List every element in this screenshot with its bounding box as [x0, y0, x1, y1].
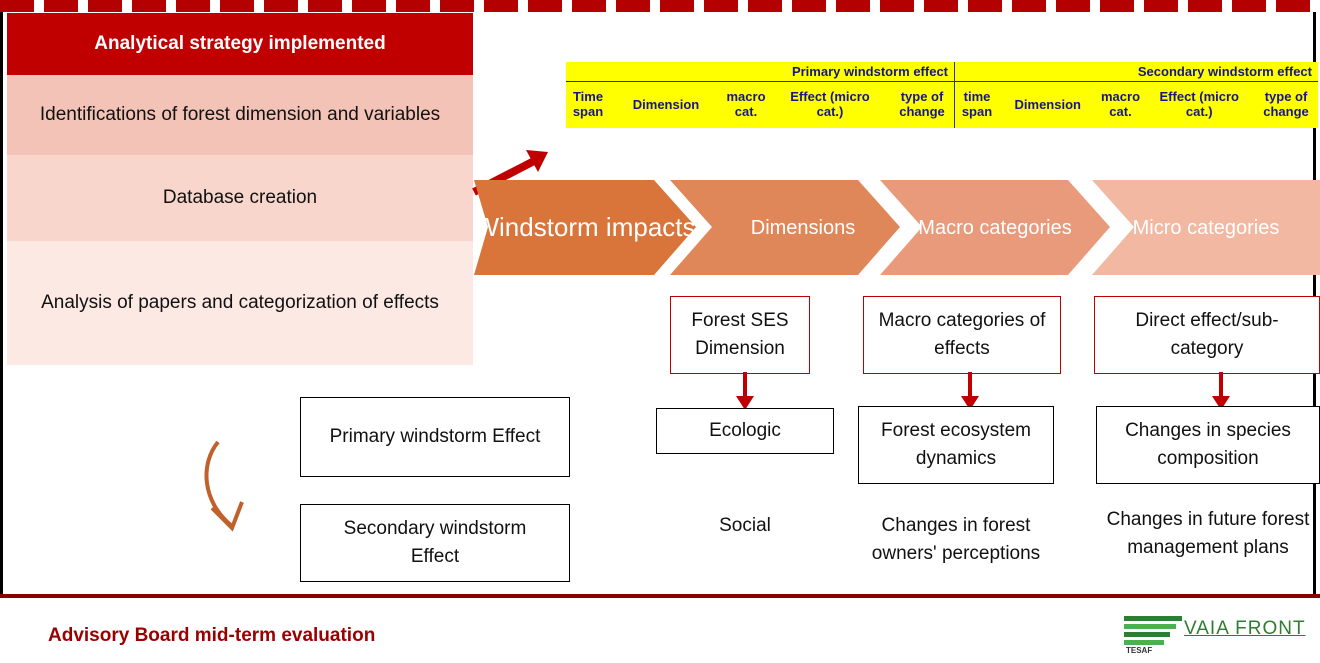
down-arrow: [736, 372, 754, 410]
effects-table-header: Primary windstorm effect Time span Dimen…: [566, 62, 1318, 128]
top-decorative-band: [0, 0, 1320, 12]
flow-step-micro-categories: Micro categories: [1092, 180, 1320, 275]
flow-label: Windstorm impacts: [474, 211, 696, 242]
table-rule: [955, 81, 1318, 82]
column-header: macro cat.: [1100, 89, 1141, 119]
definition-box-macro: Macro categories of effects: [863, 296, 1061, 374]
chevron-shape: [1092, 180, 1320, 275]
primary-windstorm-effect-box: Primary windstorm Effect: [300, 397, 570, 477]
flow-label: Dimensions: [750, 216, 856, 239]
logo-stripes-icon: [1124, 616, 1182, 645]
flow-label: Micro categories: [1132, 216, 1280, 239]
column-header: macro cat.: [726, 89, 766, 119]
column-header: Effect (micro cat.): [1159, 89, 1239, 119]
primary-effect-group: Primary windstorm effect Time span Dimen…: [566, 62, 954, 128]
vaia-front-logo: VAIA FRONT TESAF: [1124, 612, 1314, 656]
strategy-step-2: Database creation: [7, 155, 473, 241]
down-arrow: [1212, 372, 1230, 410]
column-header: Time span: [572, 89, 604, 119]
secondary-windstorm-effect-box: Secondary windstorm Effect: [300, 504, 570, 582]
analytical-strategy-panel: Analytical strategy implemented Identifi…: [7, 13, 473, 365]
secondary-effect-group: Secondary windstorm effect time span Dim…: [955, 62, 1318, 128]
flow-step-dimensions: Dimensions: [670, 180, 900, 275]
chevron-shape: [474, 180, 696, 275]
curved-down-arrow-icon: [204, 440, 244, 532]
column-header: Effect (micro cat.): [790, 89, 870, 119]
example-social: Social: [719, 515, 771, 536]
flow-step-windstorm-impacts: Windstorm impacts: [474, 180, 696, 275]
column-header: Dimension: [1014, 96, 1081, 112]
logo-subtext: TESAF: [1126, 646, 1153, 655]
chevron-shape: [670, 180, 900, 275]
definition-box-dimension: Forest SES Dimension: [670, 296, 810, 374]
table-rule: [566, 81, 954, 82]
definition-box-micro: Direct effect/sub-category: [1094, 296, 1320, 374]
column-header: Dimension: [632, 96, 700, 112]
example-management-plans: Changes in future forest management plan…: [1106, 509, 1310, 558]
logo-text: VAIA FRONT: [1184, 618, 1306, 639]
primary-effect-title: Primary windstorm effect: [791, 64, 948, 79]
down-arrow: [961, 372, 979, 410]
footer-rule: [0, 594, 1320, 598]
strategy-step-1: Identifications of forest dimension and …: [7, 75, 473, 155]
example-owners-perceptions: Changes in forest owners' perceptions: [871, 515, 1041, 564]
column-header: type of change: [1263, 89, 1309, 119]
example-species-composition: Changes in species composition: [1096, 406, 1320, 484]
footer-text: Advisory Board mid-term evaluation: [48, 625, 376, 646]
strategy-header: Analytical strategy implemented: [7, 13, 473, 75]
column-header: time span: [961, 89, 993, 119]
column-header: type of change: [899, 89, 945, 119]
example-ecologic: Ecologic: [656, 408, 834, 454]
example-forest-ecosystem-dynamics: Forest ecosystem dynamics: [858, 406, 1054, 484]
table-divider: [954, 62, 955, 128]
strategy-step-3: Analysis of papers and categorization of…: [7, 241, 473, 365]
secondary-effect-title: Secondary windstorm effect: [1137, 64, 1312, 79]
flow-label: Macro categories: [918, 216, 1072, 239]
flow-step-macro-categories: Macro categories: [880, 180, 1110, 275]
chevron-shape: [880, 180, 1110, 275]
